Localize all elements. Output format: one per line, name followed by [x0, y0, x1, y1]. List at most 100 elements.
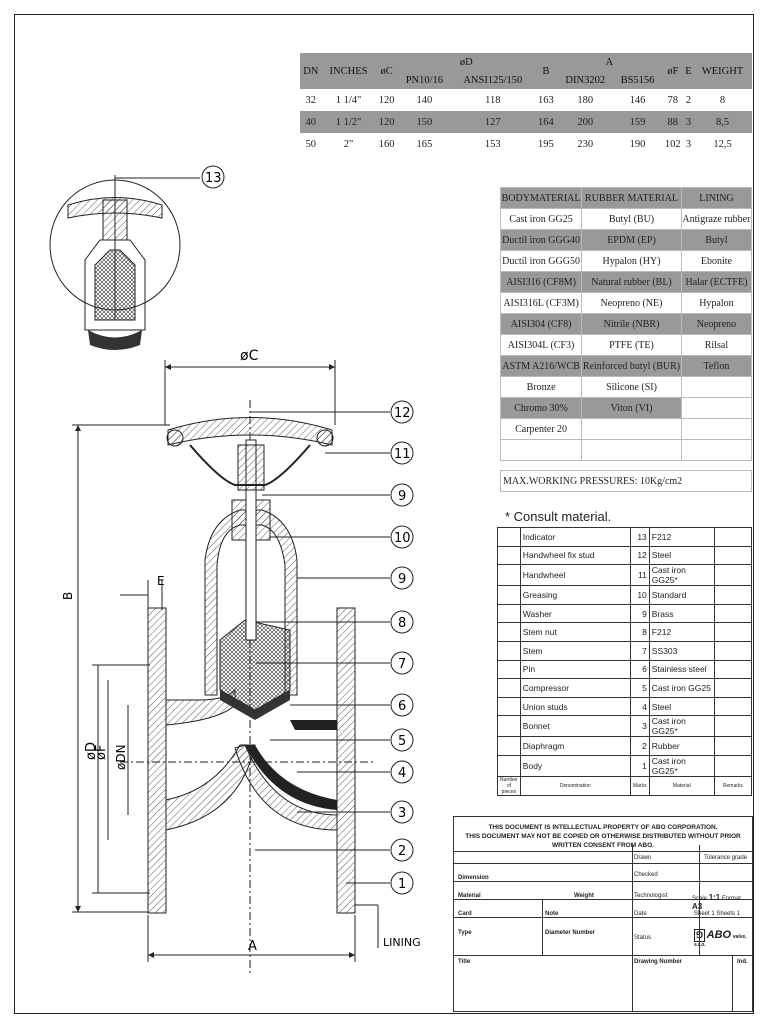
parts-qty-cell: [497, 754, 521, 777]
col-lining: LINING: [680, 187, 753, 209]
dimensions-cell: 3: [683, 111, 694, 133]
callout-5: 5: [270, 728, 414, 752]
parts-num-cell: 11: [629, 564, 650, 587]
parts-remarks-cell: [713, 678, 753, 698]
col-rubber-material: RUBBER MATERIAL: [581, 187, 682, 209]
parts-qty-cell: [497, 585, 521, 605]
materials-cell: Halar (ECTFE): [680, 271, 753, 293]
parts-remarks-cell: [713, 603, 753, 624]
col-inches: INCHES: [321, 53, 376, 89]
parts-mat-cell: F212: [648, 622, 715, 642]
parts-mat-cell: Cast iron GG25: [648, 678, 715, 698]
callout-10: 10: [270, 525, 414, 549]
tb-card: Card: [458, 911, 472, 917]
notice-line-1: THIS DOCUMENT IS INTELLECTUAL PROPERTY O…: [488, 824, 718, 831]
callout-13: 13: [201, 165, 225, 189]
label-phiF: øF: [94, 745, 109, 760]
materials-cell: [680, 376, 753, 398]
materials-cell: Cast iron GG25: [499, 208, 583, 230]
parts-remarks-cell: [713, 545, 753, 566]
col-B: B: [534, 53, 558, 89]
tb-tolerance: Tolerance grade: [704, 855, 748, 861]
parts-header-cell: Remarks: [713, 775, 753, 796]
dimension-phiD-phiF-phiDN: øD øF øDN: [84, 664, 150, 894]
dimensions-cell: 164: [534, 111, 558, 133]
label-E: E: [157, 574, 165, 588]
materials-cell: Neopreno (NE): [581, 292, 682, 314]
svg-text:11: 11: [394, 447, 411, 462]
dimension-B: B: [61, 424, 170, 913]
callout-4: 4: [297, 760, 414, 784]
tb-dimension: Dimension: [458, 875, 489, 881]
label-phiD: øD: [84, 742, 99, 760]
tb-date: Date: [634, 911, 647, 917]
parts-qty-cell: [497, 527, 521, 547]
svg-text:1: 1: [398, 877, 406, 892]
tb-drawn: Drawn: [634, 855, 652, 861]
parts-num-cell: 3: [629, 715, 650, 738]
dimensions-cell: 146: [629, 94, 646, 106]
dimensions-cell: 150: [397, 111, 451, 133]
copyright-notice: THIS DOCUMENT IS INTELLECTUAL PROPERTY O…: [454, 817, 752, 852]
materials-cell: Reinforced butyl (BUR): [581, 355, 682, 377]
col-A: A: [557, 53, 662, 71]
dimensions-cell: 200: [557, 111, 614, 133]
dimensions-cell: 2": [343, 138, 354, 150]
tb-drawing-number: Drawing Number: [634, 959, 683, 965]
parts-num-cell: 1: [629, 754, 650, 777]
dimensions-cell: 8,5: [693, 111, 752, 133]
materials-cell: [680, 397, 753, 419]
tb-diameter-number: Diameter Number: [545, 930, 596, 936]
parts-header-cell: Marks: [629, 775, 650, 796]
parts-header-cell: Material: [648, 775, 715, 796]
materials-cell: AISI304L (CF3): [499, 334, 583, 356]
detail-view: [49, 175, 200, 350]
parts-name-cell: Diaphragm: [519, 736, 631, 756]
dimensions-cell: 120: [378, 94, 395, 106]
title-block: THIS DOCUMENT IS INTELLECTUAL PROPERTY O…: [453, 816, 753, 1012]
dimensions-cell: 165: [416, 138, 433, 150]
tb-checked: Checked: [634, 872, 658, 878]
parts-num-cell: 2: [629, 736, 650, 756]
dimensions-cell: 2: [685, 94, 692, 106]
materials-cell: Ductil iron GGG50: [499, 250, 583, 272]
dimensions-cell: 120: [375, 111, 398, 133]
materials-cell: Chromo 30%: [499, 397, 583, 419]
consult-note: * Consult material.: [505, 509, 612, 524]
parts-mat-cell: Cast iron GG25*: [648, 564, 715, 587]
label-lining: LINING: [383, 936, 421, 949]
parts-name-cell: Greasing: [519, 585, 631, 605]
materials-cell: Viton (VI): [581, 397, 682, 419]
parts-num-cell: 10: [629, 585, 650, 605]
materials-cell: Antigraze rubber: [680, 208, 753, 230]
parts-name-cell: Washer: [519, 603, 631, 624]
parts-qty-cell: [497, 603, 521, 624]
materials-cell: [581, 439, 682, 461]
label-phiC: øC: [240, 348, 259, 364]
materials-cell: AISI316 (CF8M): [499, 271, 583, 293]
parts-remarks-cell: [713, 754, 753, 777]
parts-name-cell: Pin: [519, 659, 631, 680]
parts-num-cell: 6: [629, 659, 650, 680]
col-ansi: ANSI125/150: [450, 71, 535, 89]
parts-remarks-cell: [713, 736, 753, 756]
materials-cell: Ductil iron GGG40: [499, 229, 583, 251]
parts-name-cell: Compressor: [519, 678, 631, 698]
col-E: E: [683, 53, 694, 89]
dimensions-cell: 78: [667, 94, 678, 106]
col-bs: BS5156: [613, 71, 662, 89]
materials-cell: AISI316L (CF3M): [499, 292, 583, 314]
callout-2: 2: [255, 838, 414, 862]
parts-header-cell: Number of pieces: [497, 775, 521, 796]
dimensions-cell: 88: [661, 111, 684, 133]
